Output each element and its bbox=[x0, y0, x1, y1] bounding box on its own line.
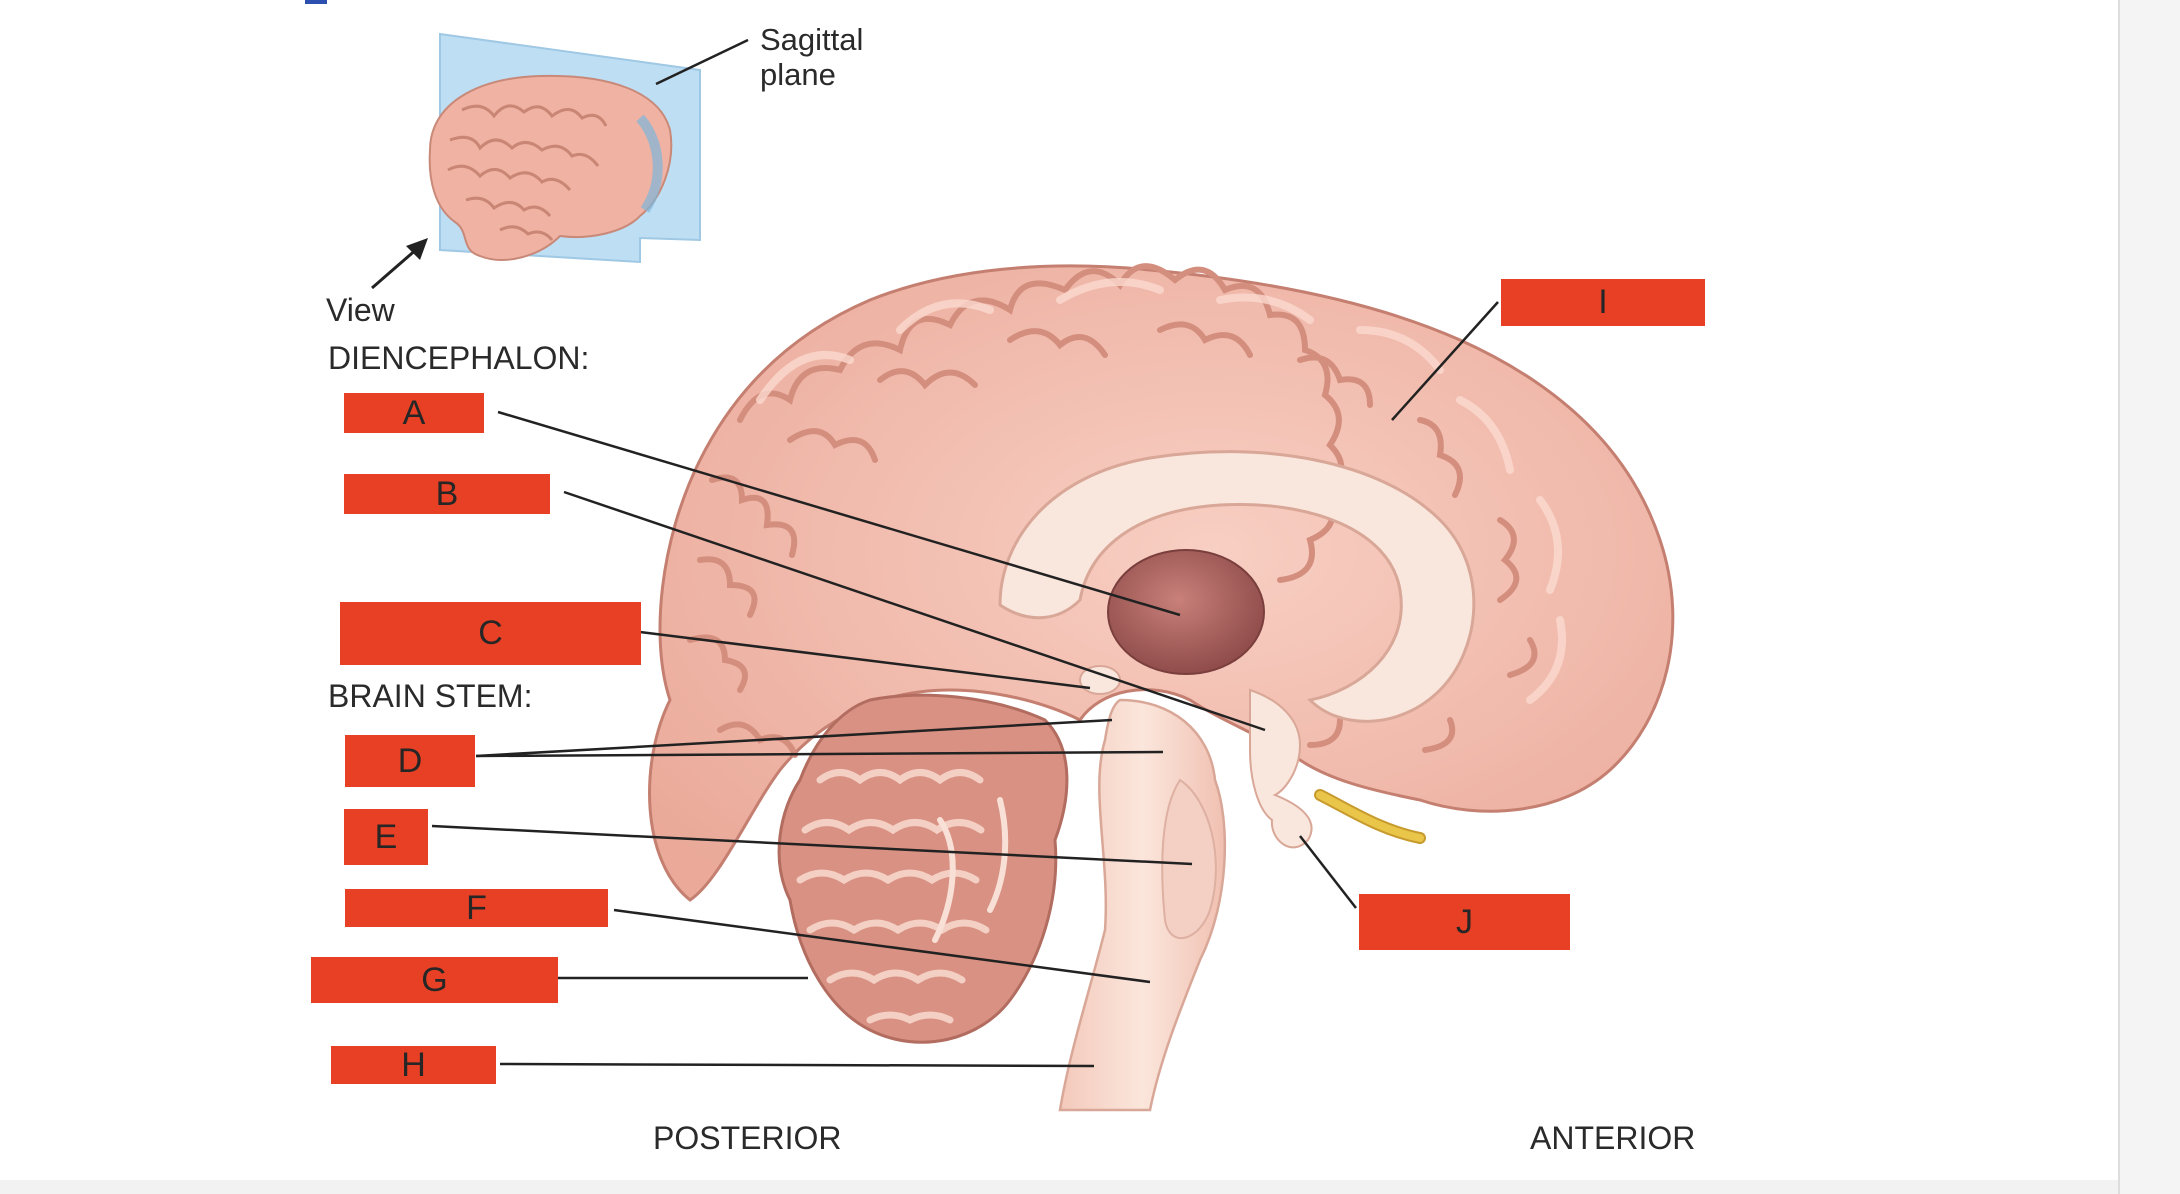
leader-line-b bbox=[563, 490, 1266, 732]
label-box-f[interactable]: F bbox=[345, 889, 608, 927]
leader-line-c bbox=[639, 630, 1091, 690]
label-box-g[interactable]: G bbox=[311, 957, 558, 1003]
leader-line-d-upper bbox=[475, 718, 1113, 758]
inset-brain bbox=[428, 74, 673, 261]
label-box-h[interactable]: H bbox=[331, 1046, 496, 1084]
anterior-caption: ANTERIOR bbox=[1530, 1120, 1696, 1156]
hypothalamus-pituitary bbox=[1249, 688, 1313, 849]
leader-line-a bbox=[497, 410, 1181, 617]
label-box-c[interactable]: C bbox=[340, 602, 641, 665]
label-box-i[interactable]: I bbox=[1501, 279, 1705, 326]
label-box-e[interactable]: E bbox=[344, 809, 428, 865]
sagittal-plane-caption: Sagittal plane bbox=[760, 22, 864, 92]
label-box-j[interactable]: J bbox=[1359, 894, 1570, 950]
cerebellum bbox=[777, 693, 1069, 1044]
view-caption: View bbox=[326, 292, 395, 328]
leader-line-d-lower bbox=[475, 750, 1164, 758]
olfactory-tract bbox=[1316, 791, 1424, 842]
leader-line-h bbox=[499, 1062, 1095, 1068]
thalamus bbox=[1107, 549, 1265, 675]
posterior-caption: POSTERIOR bbox=[653, 1120, 842, 1156]
label-box-d[interactable]: D bbox=[345, 735, 475, 787]
label-box-a[interactable]: A bbox=[344, 393, 484, 433]
label-box-b[interactable]: B bbox=[344, 474, 550, 514]
leader-line-i bbox=[1391, 301, 1499, 421]
leader-lines bbox=[431, 301, 1499, 1068]
brain-stem-heading: BRAIN STEM: bbox=[328, 678, 533, 714]
leader-line-j bbox=[1299, 835, 1357, 909]
leader-line-f bbox=[613, 908, 1151, 984]
vertical-scrollbar[interactable] bbox=[2118, 0, 2180, 1194]
brain-stem bbox=[1058, 698, 1227, 1112]
leader-line-e bbox=[431, 824, 1193, 866]
view-arrow bbox=[371, 238, 428, 290]
diencephalon-heading: DIENCEPHALON: bbox=[328, 340, 590, 376]
bottom-edge bbox=[0, 1180, 2118, 1194]
plane-leader-line bbox=[655, 38, 749, 86]
corpus-callosum bbox=[998, 450, 1476, 723]
top-edge-mark bbox=[305, 0, 327, 4]
brain-sagittal-diagram bbox=[371, 32, 1675, 1112]
